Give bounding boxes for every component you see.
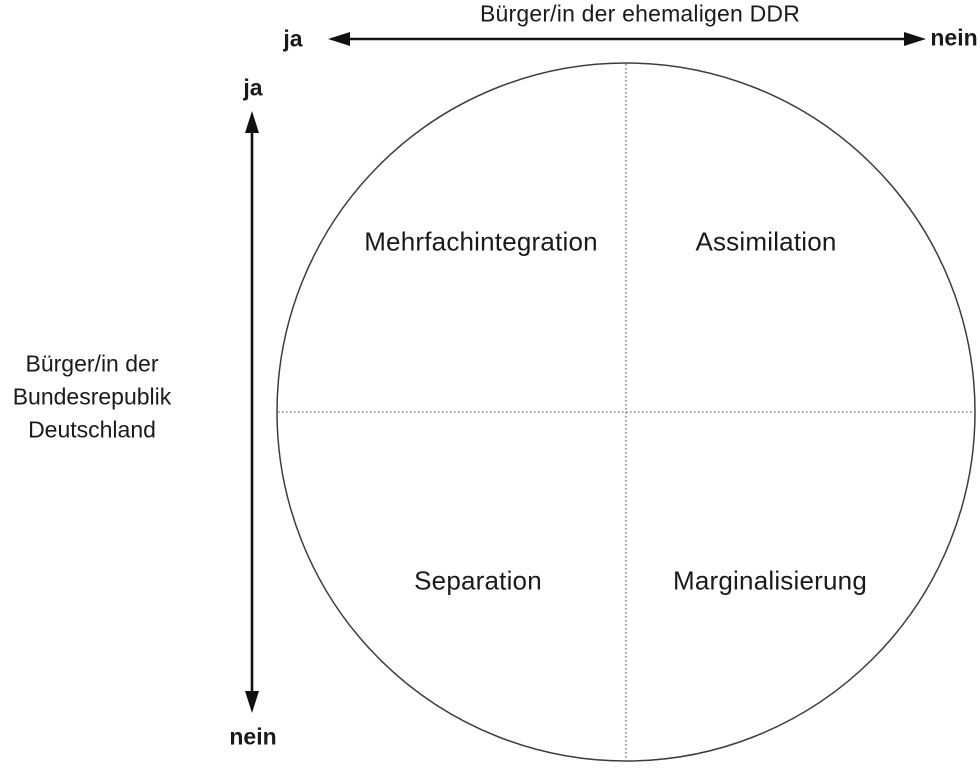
top-axis-title: Bürger/in der ehemaligen DDR — [479, 0, 801, 27]
horizontal-axis-arrow — [328, 32, 926, 46]
arrow-left-head-icon — [328, 32, 350, 46]
quadrant-label-separation: Separation — [414, 565, 542, 596]
vertical-axis-arrow — [245, 111, 259, 713]
left-axis-title-line-3: Deutschland — [28, 416, 156, 443]
arrow-right-head-icon — [904, 32, 926, 46]
quadrant-label-mehrfachintegration: Mehrfachintegration — [364, 226, 598, 257]
top-axis-ja-label: ja — [283, 25, 303, 52]
model-circle — [276, 62, 976, 762]
left-axis-title-line-1: Bürger/in der — [25, 350, 159, 377]
left-axis-nein-label: nein — [229, 723, 277, 750]
left-axis-title-line-2: Bundesrepublik — [12, 383, 172, 410]
left-axis-ja-label: ja — [243, 74, 263, 101]
top-axis-nein-label: nein — [930, 24, 978, 51]
quadrant-label-assimilation: Assimilation — [695, 226, 837, 257]
arrow-down-head-icon — [245, 691, 259, 713]
quadrant-label-marginalisierung: Marginalisierung — [673, 565, 867, 596]
arrow-up-head-icon — [245, 111, 259, 133]
left-axis-title: Bürger/in der Bundesrepublik Deutschland — [13, 348, 172, 447]
